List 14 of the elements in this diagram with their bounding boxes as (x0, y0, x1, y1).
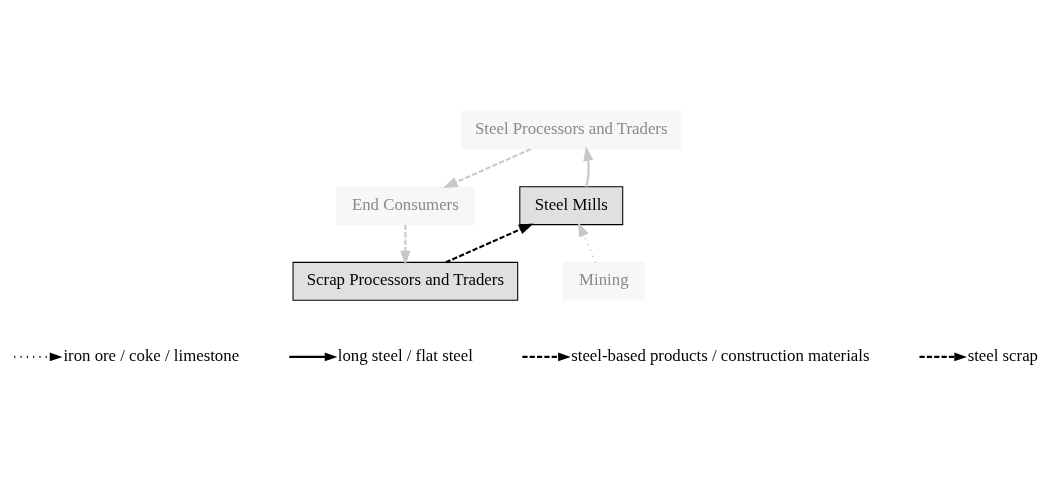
node-box: Steel Mills (519, 185, 624, 225)
legend-label: steel scrap (967, 345, 1038, 365)
node-box: End Consumers (336, 185, 475, 225)
legend-label: iron ore / coke / limestone (63, 345, 240, 365)
legend-label: long steel / flat steel (337, 345, 473, 365)
legend-label: steel-based products / construction materials (571, 345, 870, 365)
node-box: Mining (562, 261, 645, 301)
arrow (400, 224, 411, 265)
arrow (583, 145, 594, 187)
node-box: Scrap Processors and Traders (292, 261, 519, 301)
arrow (445, 222, 534, 263)
arrow (442, 147, 532, 188)
node-box: Steel Processors and Traders (461, 110, 682, 150)
arrow (578, 221, 597, 263)
